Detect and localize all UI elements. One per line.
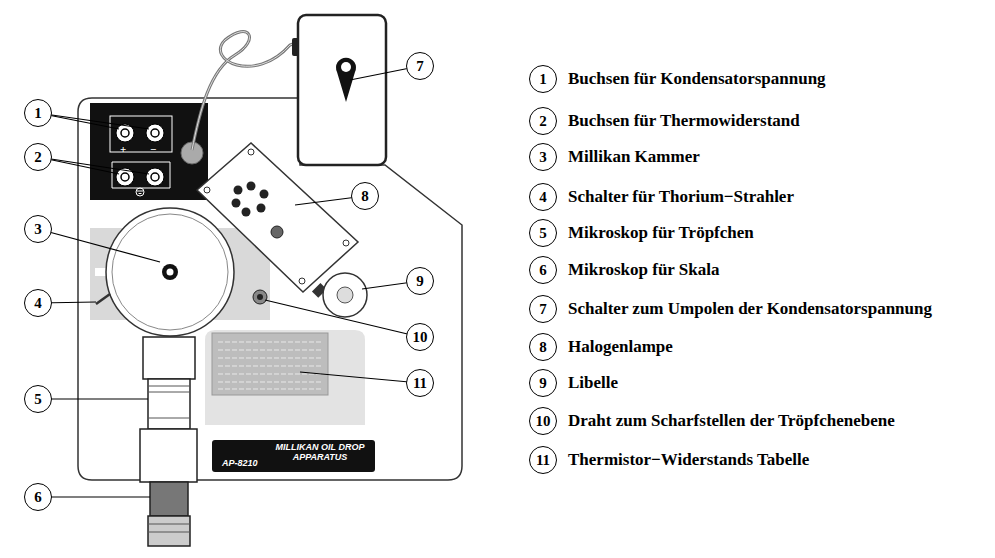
callout-circle: 5 [24, 385, 52, 413]
part-description: Thermistor−Widerstands Tabelle [568, 450, 809, 470]
callout-circle: 3 [24, 215, 52, 243]
callout-circle: 11 [406, 369, 434, 397]
callout-number: 2 [539, 114, 547, 129]
device-name: MILLIKAN OIL DROP APPARATUS [272, 443, 368, 463]
focus-knob [253, 290, 267, 304]
callout-circle: 9 [529, 369, 557, 397]
callout-circle: 2 [24, 143, 52, 171]
callout-number: 1 [539, 72, 547, 87]
callout-number: 10 [413, 330, 428, 345]
callout-circle: 1 [24, 99, 52, 127]
callout-circle: 6 [24, 483, 52, 511]
part-description: Buchsen für Kondensatorspannung [568, 69, 826, 89]
part-description: Draht zum Scharfstellen der Tröpfchenebe… [568, 411, 895, 431]
callout-number: 9 [416, 274, 424, 289]
callout-circle: 7 [529, 295, 557, 323]
device-housing [78, 98, 462, 480]
callout-number: 3 [34, 222, 42, 237]
part-description: Schalter zum Umpolen der Kondensatorspan… [568, 299, 932, 319]
callout-number: 9 [539, 376, 547, 391]
callout-circle: 3 [529, 143, 557, 171]
callout-number: 5 [539, 226, 547, 241]
part-description: Schalter für Thorium−Strahler [568, 187, 794, 207]
part-description: Libelle [568, 373, 618, 393]
callout-number: 2 [34, 150, 42, 165]
ground-symbol [136, 188, 144, 196]
callout-circle: 9 [406, 267, 434, 295]
callout-circle: 7 [406, 52, 434, 80]
callout-circle: 10 [529, 407, 557, 435]
model-number: AP-8210 [222, 458, 258, 468]
part-description: Halogenlampe [568, 337, 673, 357]
callout-circle: 11 [529, 446, 557, 474]
callout-circle: 4 [529, 183, 557, 211]
part-description: Mikroskop für Skala [568, 260, 719, 280]
callout-circle: 2 [529, 107, 557, 135]
callout-circle: 4 [24, 289, 52, 317]
callout-circle: 1 [529, 65, 557, 93]
terminal-sign: + [120, 143, 126, 155]
polarity-switch-box [298, 15, 386, 165]
callout-number: 4 [539, 190, 547, 205]
callout-circle: 8 [529, 333, 557, 361]
name-plate [212, 440, 375, 472]
socket-panel [90, 103, 208, 200]
terminal-sign: − [150, 143, 156, 155]
callout-number: 3 [539, 150, 547, 165]
callout-number: 8 [539, 340, 547, 355]
callout-number: 7 [416, 59, 424, 74]
cable [192, 32, 298, 150]
callout-number: 11 [536, 453, 550, 468]
thorium-switch [96, 294, 110, 304]
grey-region [205, 330, 365, 425]
callout-number: 11 [413, 376, 427, 391]
part-description: Buchsen für Thermowiderstand [568, 111, 800, 131]
part-description: Mikroskop für Tröpfchen [568, 223, 754, 243]
callout-circle: 6 [529, 256, 557, 284]
thermistor-table [212, 333, 328, 395]
callout-circle: 8 [351, 182, 379, 210]
callout-number: 1 [34, 106, 42, 121]
callout-circle: 10 [406, 323, 434, 351]
callout-circle: 5 [529, 219, 557, 247]
callout-number: 6 [539, 263, 547, 278]
part-description: Millikan Kammer [568, 147, 700, 167]
callout-number: 8 [361, 189, 369, 204]
spirit-level [323, 273, 367, 317]
microscope [140, 337, 197, 546]
callout-number: 7 [539, 302, 547, 317]
leader-lines [38, 66, 420, 497]
callout-number: 4 [34, 296, 42, 311]
callout-number: 10 [536, 414, 551, 429]
callout-number: 6 [34, 490, 42, 505]
socket-frame [110, 116, 172, 152]
halogen-lamp-plate [197, 143, 358, 292]
callout-number: 5 [34, 392, 42, 407]
millikan-chamber [106, 208, 234, 336]
